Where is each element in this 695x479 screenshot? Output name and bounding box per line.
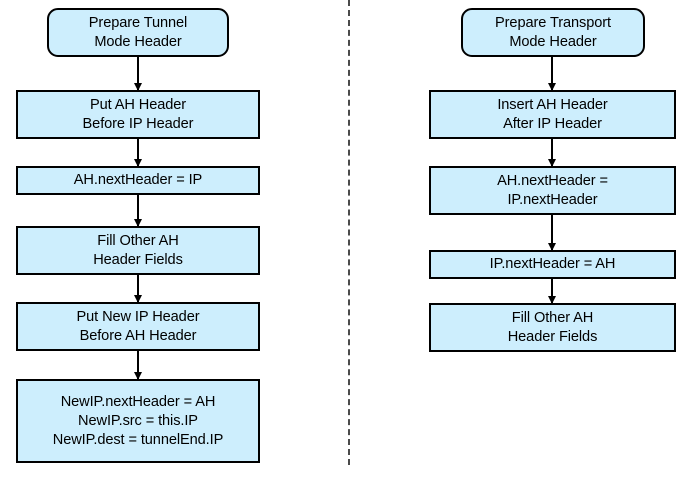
node-text-line: Prepare Tunnel — [88, 14, 188, 31]
node-transport-step-4[interactable]: Fill Other AH Header Fields — [429, 303, 676, 352]
node-text-line: IP.nextHeader = AH — [489, 256, 616, 272]
node-text-line: NewIP.src = this.IP — [78, 412, 198, 429]
node-text-line: AH.nextHeader = — [497, 172, 608, 189]
node-transport-start[interactable]: Prepare Transport Mode Header — [461, 8, 645, 57]
node-transport-step-1[interactable]: Insert AH Header After IP Header — [429, 90, 676, 139]
connector-tunnel-arrow-5 — [137, 351, 139, 379]
node-text-line: Put New IP Header — [76, 308, 200, 325]
node-text-line: Insert AH Header — [497, 96, 608, 113]
connector-transport-arrow-3 — [551, 215, 553, 250]
column-divider — [348, 0, 350, 465]
node-text-line: Put AH Header — [89, 96, 187, 113]
connector-transport-arrow-2 — [551, 139, 553, 166]
node-text-line: Mode Header — [94, 33, 182, 50]
node-text-line: Fill Other AH — [97, 232, 179, 249]
node-text-line: Fill Other AH — [511, 309, 594, 326]
node-text-line: Mode Header — [509, 33, 597, 50]
node-tunnel-step-4[interactable]: Put New IP Header Before AH Header — [16, 302, 260, 351]
connector-transport-arrow-4 — [551, 279, 553, 303]
node-tunnel-step-3[interactable]: Fill Other AH Header Fields — [16, 226, 260, 275]
node-text-line: AH.nextHeader = IP — [73, 172, 203, 188]
node-tunnel-start[interactable]: Prepare Tunnel Mode Header — [47, 8, 229, 57]
node-tunnel-step-1[interactable]: Put AH Header Before IP Header — [16, 90, 260, 139]
node-transport-step-3[interactable]: IP.nextHeader = AH — [429, 250, 676, 279]
node-text-line: Prepare Transport — [495, 14, 611, 31]
connector-tunnel-arrow-1 — [137, 57, 139, 90]
node-text-line: Before IP Header — [82, 115, 194, 132]
node-text-line: After IP Header — [503, 115, 602, 132]
node-tunnel-step-2[interactable]: AH.nextHeader = IP — [16, 166, 260, 195]
connector-tunnel-arrow-4 — [137, 275, 139, 302]
node-tunnel-step-5[interactable]: NewIP.nextHeader = AH NewIP.src = this.I… — [16, 379, 260, 463]
node-text-line: Header Fields — [93, 251, 183, 268]
node-text-line: NewIP.dest = tunnelEnd.IP — [52, 431, 224, 448]
node-text-line: Before AH Header — [79, 327, 197, 344]
connector-tunnel-arrow-3 — [137, 195, 139, 226]
node-text-line: NewIP.nextHeader = AH — [60, 393, 216, 410]
connector-tunnel-arrow-2 — [137, 139, 139, 166]
node-text-line: IP.nextHeader — [507, 191, 598, 208]
connector-transport-arrow-1 — [551, 57, 553, 90]
node-transport-step-2[interactable]: AH.nextHeader = IP.nextHeader — [429, 166, 676, 215]
node-text-line: Header Fields — [507, 328, 598, 345]
